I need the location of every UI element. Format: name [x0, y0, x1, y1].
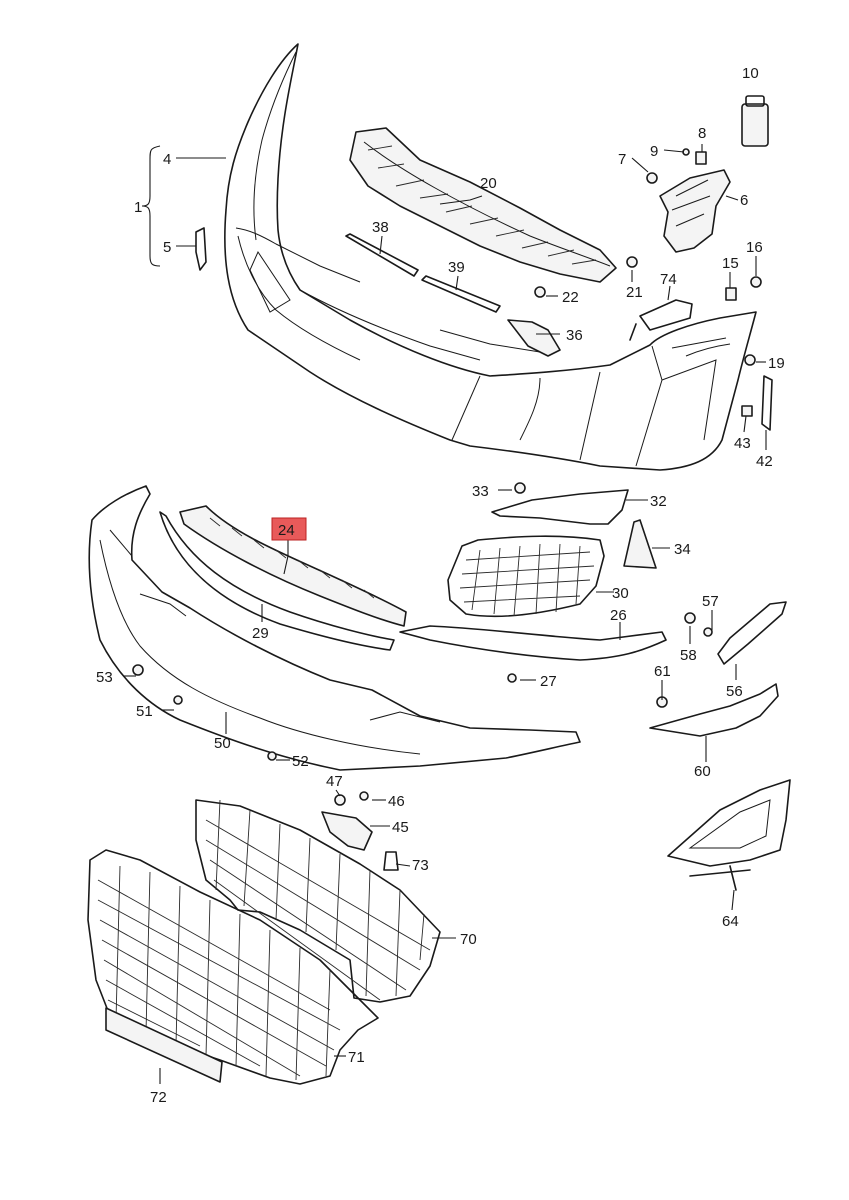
part-36-insert: [507, 319, 561, 357]
callout-24: 24: [278, 522, 295, 539]
callout-58: 58: [680, 647, 697, 664]
part-10-bottle: [741, 95, 769, 147]
callout-6: 6: [740, 192, 748, 209]
callout-60: 60: [694, 763, 711, 780]
callout-71: 71: [348, 1049, 365, 1066]
part-6-bracket: [659, 169, 731, 253]
callout-15: 15: [722, 255, 739, 272]
leader-lines: [124, 144, 767, 1084]
part-30-side-grille: [447, 535, 605, 618]
callout-32: 32: [650, 493, 667, 510]
callout-1: 1: [134, 199, 142, 216]
part-39-strip: [421, 275, 501, 313]
callout-33: 33: [472, 483, 489, 500]
callout-73: 73: [412, 857, 429, 874]
part-60-trim: [649, 683, 779, 737]
callout-4: 4: [163, 151, 171, 168]
callout-30: 30: [612, 585, 629, 602]
callout-51: 51: [136, 703, 153, 720]
callout-8: 8: [698, 125, 706, 142]
callout-36: 36: [566, 327, 583, 344]
part-24-grille-strip: [179, 505, 407, 627]
part-72-plate: [105, 1007, 223, 1083]
callout-7: 7: [618, 151, 626, 168]
callout-61: 61: [654, 663, 671, 680]
energy-absorber: [349, 127, 617, 283]
lower-spoiler: [88, 485, 581, 771]
callout-labels: 1 4 5 6 7 8 9 10 15 16 19 20 21 22 24 26…: [96, 65, 785, 1106]
callout-29: 29: [252, 625, 269, 642]
part-64-bracket: [667, 779, 791, 891]
callout-57: 57: [702, 593, 719, 610]
part-34-insert: [623, 519, 657, 569]
callout-74: 74: [660, 271, 677, 288]
callout-53: 53: [96, 669, 113, 686]
callout-19: 19: [768, 355, 785, 372]
callout-45: 45: [392, 819, 409, 836]
part-29-strip: [159, 511, 395, 651]
callout-26: 26: [610, 607, 627, 624]
part-38-strip: [345, 233, 419, 277]
callout-46: 46: [388, 793, 405, 810]
part-74-frame: [629, 299, 693, 341]
callout-27: 27: [540, 673, 557, 690]
part-26-trim: [399, 625, 667, 661]
callout-16: 16: [746, 239, 763, 256]
callout-72: 72: [150, 1089, 167, 1106]
callout-5: 5: [163, 239, 171, 256]
part-32-bracket: [491, 489, 629, 525]
callout-47: 47: [326, 773, 343, 790]
part-5-bracket: [195, 227, 207, 271]
fasteners: [132, 148, 773, 806]
callout-21: 21: [626, 284, 643, 301]
callout-38: 38: [372, 219, 389, 236]
part-56-trim: [717, 601, 787, 665]
callout-52: 52: [292, 753, 309, 770]
callout-10: 10: [742, 65, 759, 82]
callout-34: 34: [674, 541, 691, 558]
highlight-box-24: [271, 517, 307, 541]
part-45-bracket: [321, 811, 373, 851]
callout-56: 56: [726, 683, 743, 700]
part-73-clip: [383, 851, 399, 871]
callout-42: 42: [756, 453, 773, 470]
callout-20: 20: [480, 175, 497, 192]
callout-64: 64: [722, 913, 739, 930]
callout-70: 70: [460, 931, 477, 948]
bumper-cover: [224, 43, 757, 471]
callout-43: 43: [734, 435, 751, 452]
part-70-inner-grille: [195, 799, 441, 1003]
callout-9: 9: [650, 143, 658, 160]
callout-22: 22: [562, 289, 579, 306]
callout-39: 39: [448, 259, 465, 276]
callout-50: 50: [214, 735, 231, 752]
